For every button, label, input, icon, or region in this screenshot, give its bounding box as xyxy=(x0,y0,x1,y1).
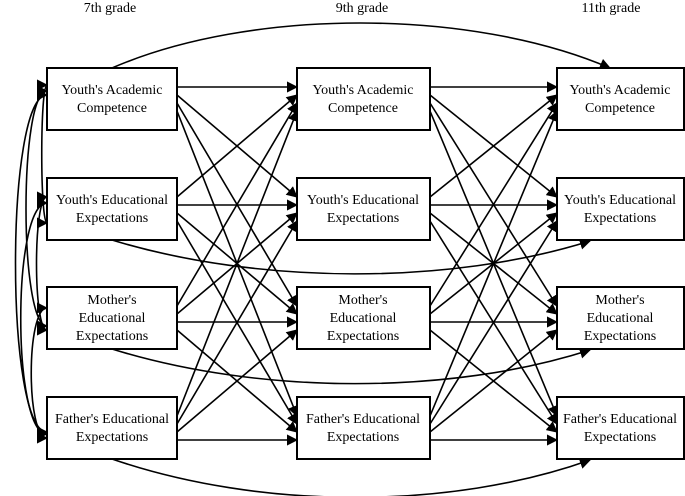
box-label: Expectations xyxy=(327,211,399,226)
box-label: Father's Educational xyxy=(306,412,420,427)
box-label: Youth's Academic xyxy=(312,83,413,98)
box-label: Expectations xyxy=(584,211,656,226)
box-label: Mother's xyxy=(595,293,644,308)
box-11-academic-competence: Youth's Academic Competence xyxy=(556,67,685,131)
box-11-father-expectations: Father's Educational Expectations xyxy=(556,396,685,460)
box-label: Educational xyxy=(79,311,146,326)
box-label: Expectations xyxy=(76,329,148,344)
box-label: Youth's Academic xyxy=(569,83,670,98)
path-arrow-7to9 xyxy=(176,109,299,417)
box-label: Expectations xyxy=(584,329,656,344)
box-7-mother-expectations: Mother's Educational Expectations xyxy=(46,286,178,350)
box-label: Expectations xyxy=(76,430,148,445)
box-label: Expectations xyxy=(327,329,399,344)
box-7-father-expectations: Father's Educational Expectations xyxy=(46,396,178,460)
path-arrows xyxy=(14,22,612,496)
box-9-academic-competence: Youth's Academic Competence xyxy=(296,67,431,131)
path-arrow-7to9 xyxy=(176,220,298,425)
path-arrow-7to9 xyxy=(176,102,298,307)
box-label: Youth's Educational xyxy=(56,193,168,208)
box-9-youth-expectations: Youth's Educational Expectations xyxy=(296,177,431,241)
stability-arrow-mother xyxy=(111,347,592,385)
grade-headers: 7th grade 9th grade 11th grade xyxy=(84,1,641,16)
box-label: Competence xyxy=(328,101,398,116)
box-7-youth-expectations: Youth's Educational Expectations xyxy=(46,177,178,241)
path-arrow-9to11 xyxy=(429,102,558,307)
box-11-mother-expectations: Mother's Educational Expectations xyxy=(556,286,685,350)
box-label: Competence xyxy=(585,101,655,116)
stability-arrow-youth xyxy=(111,238,592,275)
box-label: Competence xyxy=(77,101,147,116)
box-label: Expectations xyxy=(76,211,148,226)
box-11-youth-expectations: Youth's Educational Expectations xyxy=(556,177,685,241)
box-label: Youth's Academic xyxy=(61,83,162,98)
box-9-father-expectations: Father's Educational Expectations xyxy=(296,396,431,460)
box-label: Educational xyxy=(587,311,654,326)
path-arrow-9to11 xyxy=(429,329,558,433)
path-arrow-9to11 xyxy=(429,94,558,198)
covariance-arrow xyxy=(19,197,49,440)
box-label: Father's Educational xyxy=(563,412,677,427)
box-label: Mother's xyxy=(338,293,387,308)
covariance-arrow xyxy=(14,89,49,438)
box-label: Youth's Educational xyxy=(307,193,419,208)
path-arrow-7to9 xyxy=(176,329,298,433)
box-label: Expectations xyxy=(327,430,399,445)
box-label: Father's Educational xyxy=(55,412,169,427)
box-label: Expectations xyxy=(584,430,656,445)
stability-arrow-father xyxy=(111,458,592,496)
box-9-mother-expectations: Mother's Educational Expectations xyxy=(296,286,431,350)
stability-arrow-academic xyxy=(111,22,612,70)
box-label: Educational xyxy=(330,311,397,326)
box-7-academic-competence: Youth's Academic Competence xyxy=(46,67,178,131)
header-grade-7: 7th grade xyxy=(84,1,136,16)
box-label: Youth's Educational xyxy=(564,193,676,208)
header-grade-9: 9th grade xyxy=(336,1,388,16)
header-grade-11: 11th grade xyxy=(582,1,641,16)
path-arrow-7to9 xyxy=(176,94,298,198)
box-label: Mother's xyxy=(87,293,136,308)
